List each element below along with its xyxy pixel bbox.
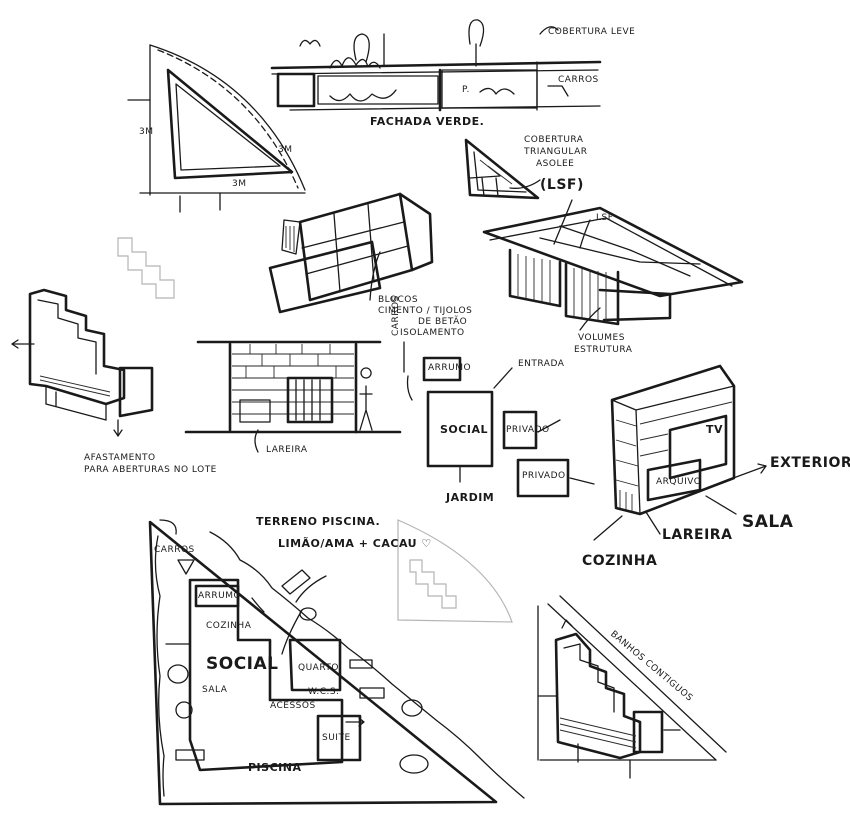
triangular-roof-sketch: [464, 138, 541, 200]
label-dim-3m-a: 3M: [139, 127, 154, 137]
concrete-blocks-wall: [268, 192, 434, 314]
label-lsf-small: LSF: [596, 213, 614, 223]
label-sala: SALA: [742, 512, 794, 532]
stepped-volume-isometric: [11, 288, 154, 437]
label-cozinha-plan: COZINHA: [206, 621, 252, 631]
label-blocos-4: ISOLAMENTO: [400, 328, 465, 338]
label-arquivo: ARQUIVO: [656, 477, 702, 487]
label-limao: LIMÃO/AMA + CACAU ♡: [278, 537, 432, 550]
label-cobertura-triangular-1: COBERTURA: [524, 135, 584, 145]
label-privado-1: PRIVADO: [506, 425, 550, 435]
label-carros-vertical: CARROS: [391, 295, 401, 336]
label-jardim: JARDIM: [446, 491, 495, 504]
label-cobertura-triangular-2: TRIANGULAR: [524, 147, 588, 157]
label-afastamento-1: AFASTAMENTO: [84, 453, 156, 463]
label-blocos-3: DE BETÃO: [418, 317, 468, 327]
label-lsf-big: (LSF): [540, 177, 584, 193]
label-p: P.: [462, 85, 470, 95]
label-entrada: ENTRADA: [518, 359, 565, 369]
ghost-triangle-plan: [397, 519, 513, 623]
label-terreno-piscina: TERRENO PISCINA.: [256, 515, 381, 528]
label-blocos-1: BLOCOS: [378, 295, 419, 305]
site-plan: [148, 519, 525, 806]
label-social-plan: SOCIAL: [206, 654, 279, 674]
label-piscina: PISCINA: [248, 761, 302, 774]
lsf-roof-isometric: [482, 199, 744, 331]
label-dim-3m-c: 3M: [232, 179, 247, 189]
stepped-volume-triangle: [537, 595, 727, 779]
program-bubble-diagram: [406, 356, 595, 498]
label-cobertura-triangular-3: ASOLEE: [536, 159, 575, 169]
label-fachada-verde: FACHADA VERDE.: [370, 115, 485, 128]
fireplace-wall-isometric: [593, 364, 767, 541]
label-lareira: LAREIRA: [662, 527, 733, 543]
label-suite: SUITE: [322, 733, 351, 743]
label-afastamento-2: PARA ABERTURAS NO LOTE: [84, 465, 217, 475]
label-carros-plan: CARROS: [154, 545, 195, 555]
label-exterior: EXTERIOR: [770, 455, 850, 471]
label-arrumo-plan: ARRUMO: [198, 591, 242, 601]
label-cozinha: COZINHA: [582, 553, 658, 569]
site-triangle-diagram: [127, 44, 306, 213]
brick-wall-section: [184, 340, 405, 453]
label-volumes-1: VOLUMES: [578, 333, 625, 343]
label-blocos-2: CIMENTO / TIJOLOS: [378, 306, 473, 316]
label-quarto: QUARTO: [298, 663, 340, 673]
ghost-stepped-plan: [117, 237, 175, 299]
label-privado-2: PRIVADO: [522, 471, 566, 481]
label-arrumo: ARRUMO: [428, 363, 472, 373]
label-lareira-section: LAREIRA: [266, 445, 308, 455]
label-sala-plan: SALA: [202, 685, 228, 695]
label-carros-top: CARROS: [558, 75, 599, 85]
label-acessos: ACESSOS: [270, 701, 316, 711]
label-dim-3m-b: 3M: [278, 145, 293, 155]
label-cobertura-leve: COBERTURA LEVE: [548, 27, 636, 37]
label-social: SOCIAL: [440, 423, 488, 436]
label-tv: TV: [706, 423, 724, 436]
label-wcs: W.C.S.: [308, 687, 340, 697]
green-facade-elevation: [270, 19, 602, 112]
label-volumes-2: ESTRUTURA: [574, 345, 633, 355]
